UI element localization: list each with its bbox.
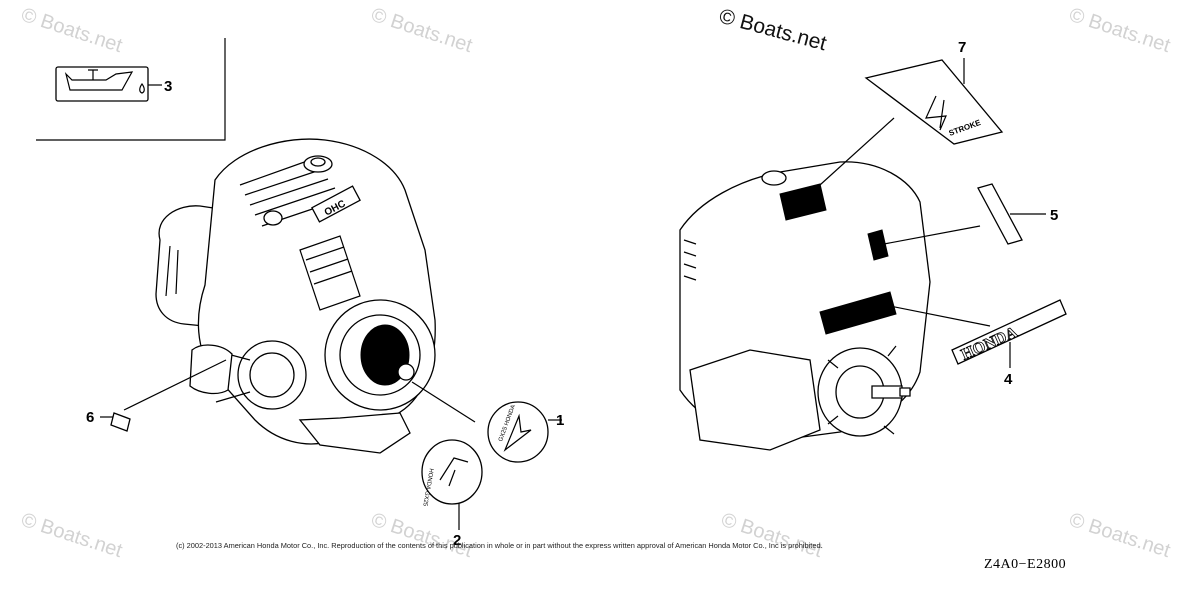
decal-5: 5	[883, 183, 1058, 245]
oil-inset: 3	[36, 38, 226, 141]
decal-1: GX25 HONDA 1	[487, 401, 564, 463]
leader-4	[869, 301, 991, 327]
leader-5	[883, 225, 981, 245]
oil-can-icon	[55, 66, 149, 102]
leader-7	[809, 117, 895, 195]
callout-1: 1	[556, 412, 564, 429]
callout-6: 6	[86, 409, 94, 426]
leader-1-2	[411, 381, 476, 423]
leader-6	[123, 359, 227, 411]
copyright-watermark: © Boats.net	[717, 5, 829, 56]
watermark-bottom-mid: © Boats.net	[718, 509, 825, 562]
callout-2: 2	[453, 532, 461, 549]
legal-notice: (c) 2002-2013 American Honda Motor Co., …	[176, 541, 823, 550]
engine-right	[679, 161, 931, 451]
watermark-top-right: © Boats.net	[1066, 4, 1173, 57]
decal-6: 6	[86, 409, 131, 432]
watermark-top-left: © Boats.net	[18, 4, 125, 57]
diagram-code: Z4A0−E2800	[984, 557, 1066, 572]
watermark-top-center: © Boats.net	[368, 4, 475, 57]
watermark-bottom-right: © Boats.net	[1066, 509, 1173, 562]
decal-4-text: HONDA	[959, 324, 1021, 364]
decal-7: STROKE 7	[809, 39, 1004, 195]
watermark-bottom-left: © Boats.net	[18, 509, 125, 562]
engine-left: OHC	[155, 138, 436, 454]
callout-3: 3	[164, 78, 172, 95]
callout-5: 5	[1050, 207, 1058, 224]
callout-7: 7	[958, 39, 966, 56]
callout-4: 4	[1004, 371, 1013, 388]
